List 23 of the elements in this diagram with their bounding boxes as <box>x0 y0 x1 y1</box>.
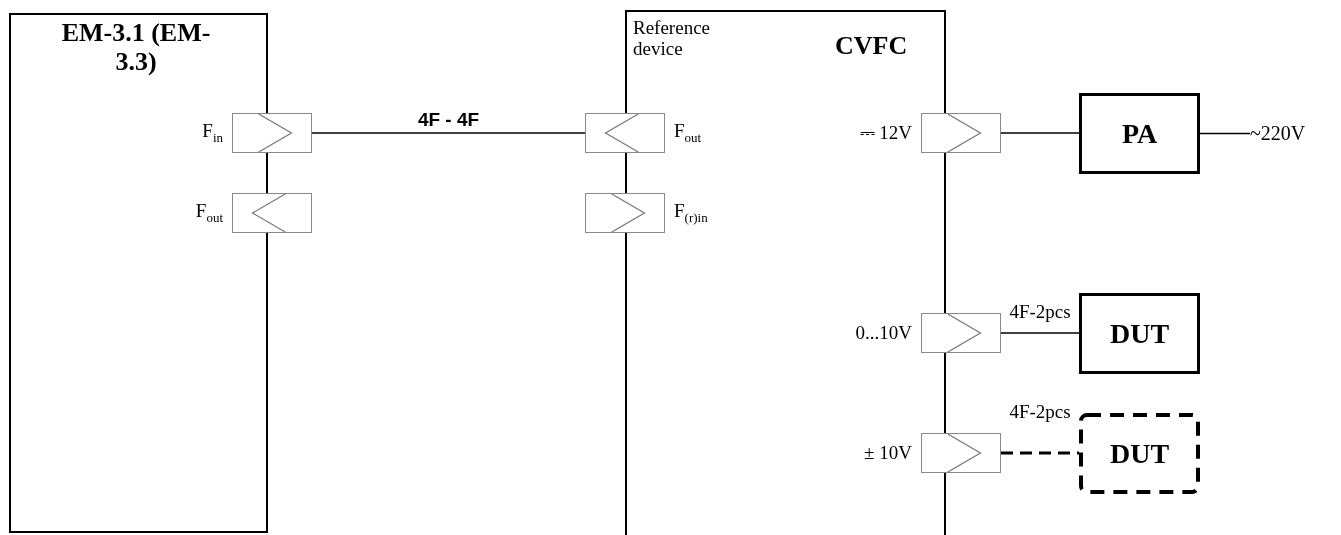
optional-device-box <box>1079 413 1200 494</box>
box-label: DUT <box>1109 317 1170 350</box>
port-label: 0...10V <box>855 322 912 344</box>
port-label: ⎓ 12V <box>859 122 912 144</box>
device-title: CVFC <box>835 32 909 61</box>
device-box <box>1079 293 1200 374</box>
box-label: PA <box>1121 117 1158 150</box>
dashed-connection-line <box>1001 451 1079 455</box>
box-label: DUT <box>1109 437 1170 470</box>
device-subtitle: Reference device <box>633 18 711 60</box>
voltage-text: ~220V <box>1250 118 1335 148</box>
device-block <box>9 13 268 533</box>
port-label: F$_{out}$ <box>674 120 702 146</box>
connection-line <box>311 132 586 134</box>
connection-line <box>1000 332 1080 334</box>
port-label: ± 10V <box>864 442 912 464</box>
port-label: F$_{in}$ <box>202 120 223 146</box>
connection-line <box>1199 132 1251 135</box>
port-label: F$_{(r)in}$ <box>674 200 708 226</box>
device-title: EM-3.1 (EM-3.3) <box>61 19 211 77</box>
power-adapter-box <box>1079 93 1200 174</box>
port-label: F$_{out}$ <box>195 200 223 226</box>
connection-line <box>1000 132 1080 134</box>
